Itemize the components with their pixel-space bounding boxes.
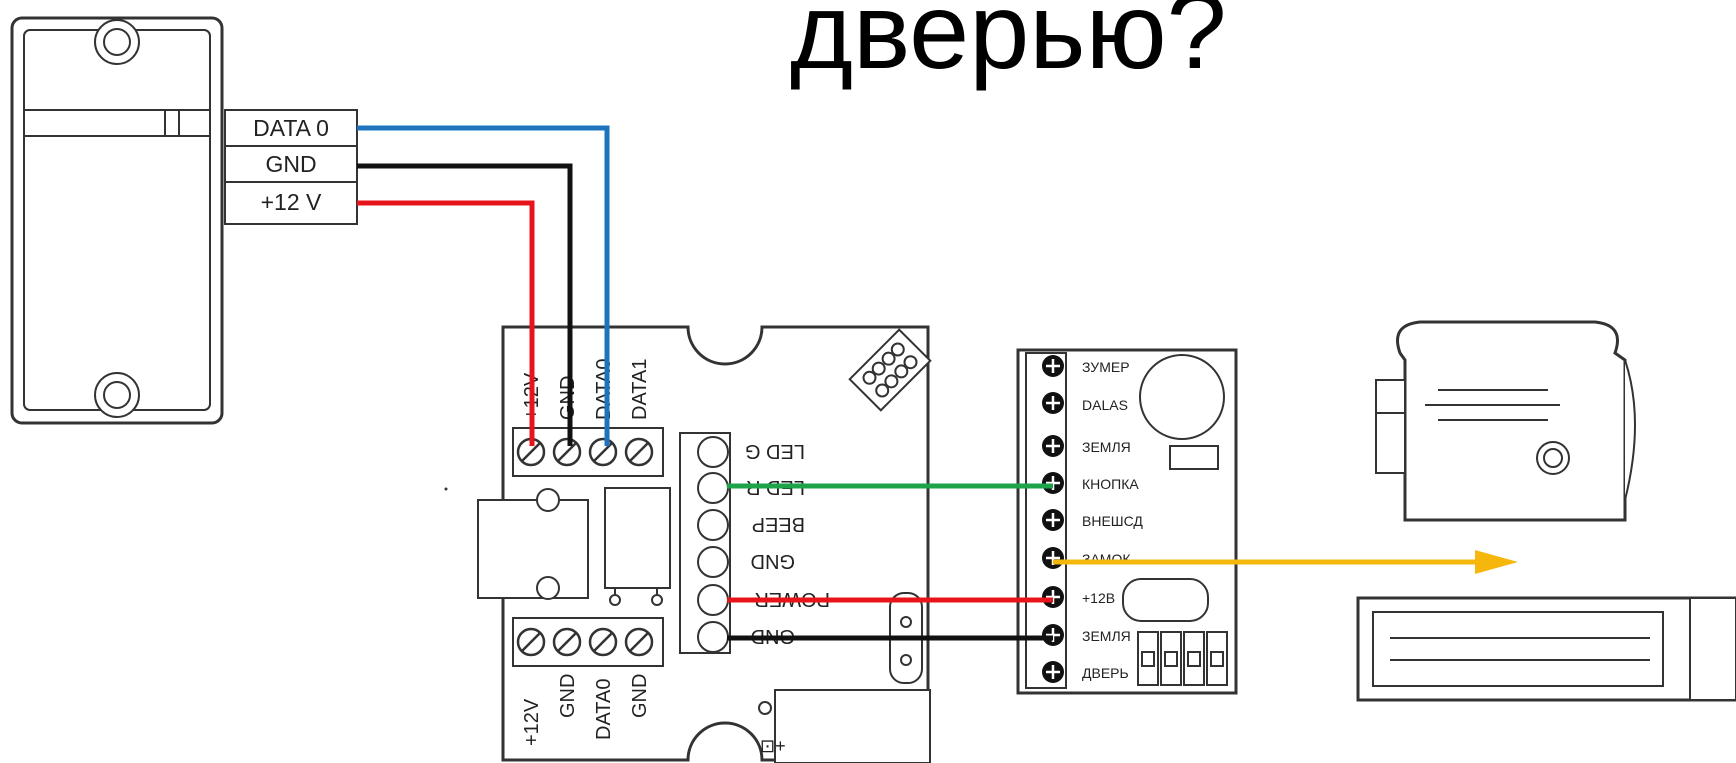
controller-board: ⊡+ xyxy=(477,325,932,763)
ctrl-beep: BEEP xyxy=(752,513,805,535)
ctrl-gnd: GND xyxy=(751,550,795,572)
wire-gnd-black xyxy=(357,163,573,446)
svg-text:⊡+: ⊡+ xyxy=(760,736,786,756)
ctrl-led-g: LED G xyxy=(745,440,805,462)
reader-pin-labels: DATA 0 GND +12 V xyxy=(224,109,358,225)
wire-12v-red xyxy=(357,200,535,446)
wires xyxy=(357,125,1518,641)
diagram-title: дверью? xyxy=(790,0,1227,91)
ctrl-top-data0: DATA0 xyxy=(593,359,615,421)
relay-zemlya: ЗЕМЛЯ xyxy=(1082,439,1131,455)
relay-zamok: ЗАМОК xyxy=(1082,551,1131,567)
relay-dalas: DALAS xyxy=(1082,397,1128,413)
relay-zemlya-2: ЗЕМЛЯ xyxy=(1082,628,1131,644)
relay-zumer: ЗУМЕР xyxy=(1082,359,1130,375)
relay-knopka: КНОПКА xyxy=(1082,476,1139,492)
ctrl-bottom-12v: +12V xyxy=(521,698,543,746)
relay-vneshsd: ВНЕШСД xyxy=(1082,513,1143,529)
reader-pin-data0: DATA 0 xyxy=(253,115,329,141)
relay-module xyxy=(1016,348,1238,695)
arrow-to-lock xyxy=(1475,550,1518,574)
reader-pin-gnd: GND xyxy=(265,151,316,177)
wire-data0-blue xyxy=(357,125,610,446)
ctrl-bottom-gnd: GND xyxy=(557,674,579,718)
controller-bottom-terminal-labels: +12V GND DATA0 GND xyxy=(521,674,651,746)
electromagnetic-lock xyxy=(1356,596,1736,702)
relay-module-labels: ЗУМЕР DALAS ЗЕМЛЯ КНОПКА ВНЕШСД ЗАМОК +1… xyxy=(1082,359,1143,681)
card-reader xyxy=(10,16,224,425)
ctrl-top-data1: DATA1 xyxy=(629,359,651,421)
ctrl-bottom-data0: DATA0 xyxy=(593,679,615,741)
ctrl-bottom-gnd2: GND xyxy=(629,674,651,718)
relay-12v: +12В xyxy=(1082,590,1115,606)
electromechanical-lock xyxy=(1375,320,1636,522)
relay-dver: ДВЕРЬ xyxy=(1082,665,1129,681)
reader-pin-12v: +12 V xyxy=(261,189,322,215)
